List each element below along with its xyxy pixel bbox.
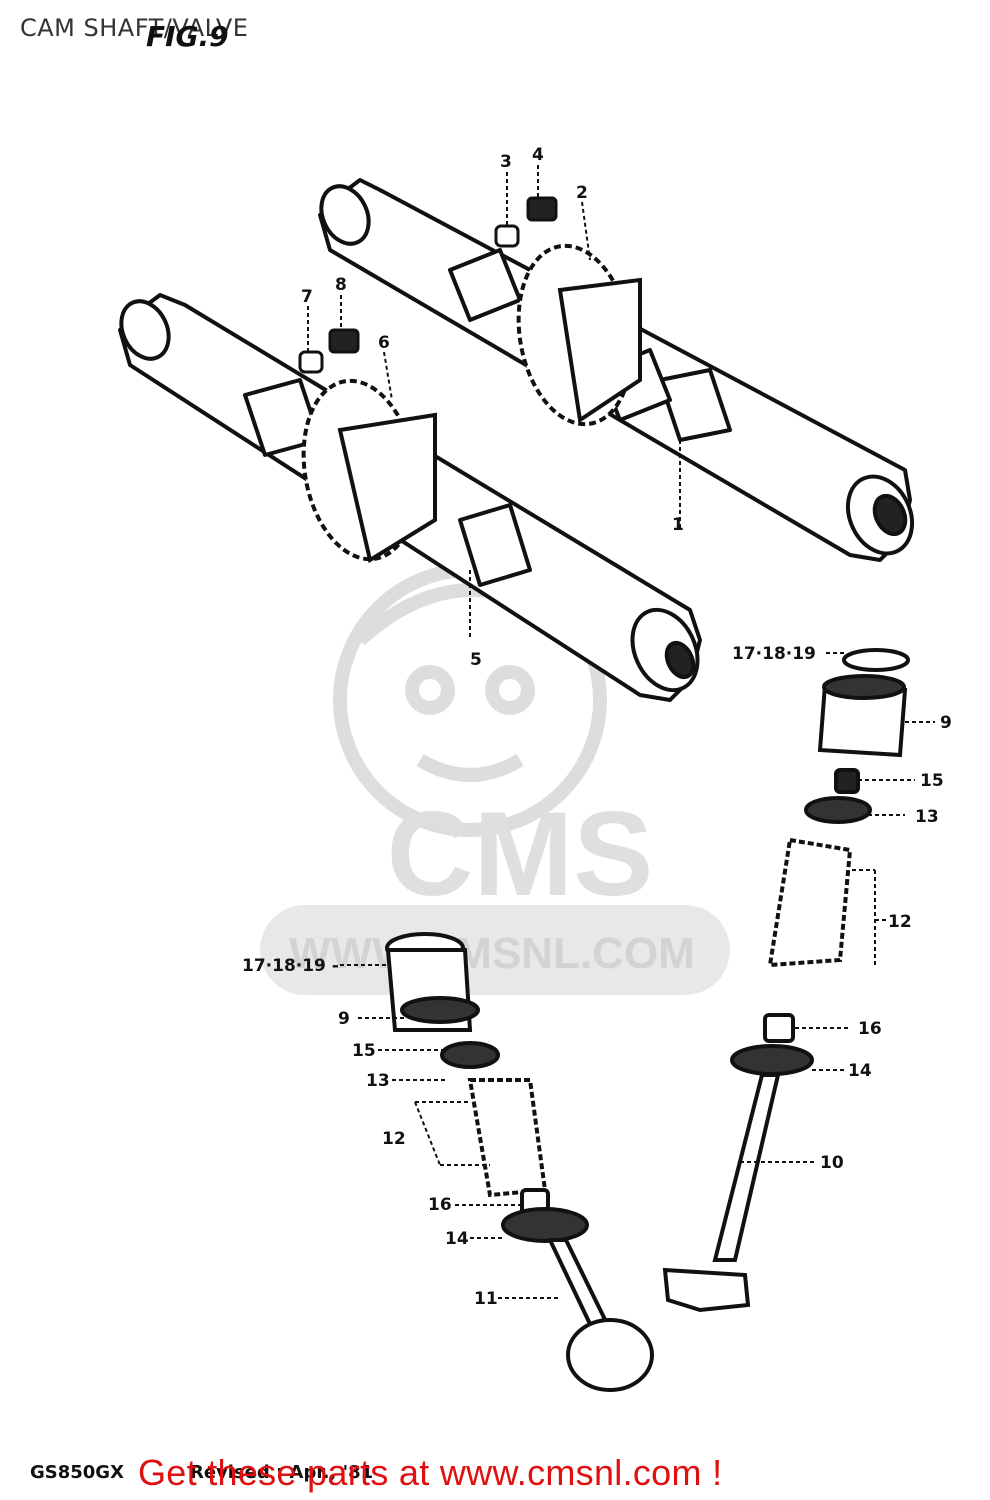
callout-13-right: 13 [915, 807, 939, 827]
callout-10: 10 [820, 1153, 844, 1173]
callout-1: 1 [672, 515, 684, 535]
valve-assembly-right [662, 648, 910, 1313]
callout-16-left: 16 [428, 1195, 452, 1215]
callout-8: 8 [335, 275, 347, 295]
model-code: GS850GX [30, 1462, 124, 1483]
callout-12-left: 12 [382, 1129, 406, 1149]
callout-17-18-19-left: 17·18·19 - [242, 956, 339, 976]
cam-sprocket-intake [301, 378, 437, 564]
figure-number: FIG.9 [146, 20, 229, 53]
callout-9-left: 9 [338, 1009, 350, 1029]
page-title: CAM SHAFT/VALVE [20, 14, 249, 42]
watermark-url: WWW.CMSNL.COM [289, 929, 695, 978]
callout-4: 4 [532, 145, 544, 165]
callout-15-right: 15 [920, 771, 944, 791]
callout-14-left: 14 [445, 1229, 469, 1249]
callout-13-left: 13 [366, 1071, 390, 1091]
callout-5: 5 [470, 650, 482, 670]
callout-16-right: 16 [858, 1019, 882, 1039]
watermark-brand: CMS [387, 787, 654, 921]
callout-12-right: 12 [888, 912, 912, 932]
callout-3: 3 [500, 152, 512, 172]
watermark-banner [260, 905, 730, 995]
callout-2: 2 [576, 183, 588, 203]
valve-assembly-left [385, 932, 654, 1392]
leader-lines [307, 165, 935, 1299]
watermark: CMS WWW.CMSNL.COM [260, 563, 730, 995]
callout-17-18-19-right: 17·18·19 [732, 644, 816, 664]
sprocket-bolts [298, 196, 558, 374]
parts-link[interactable]: Get these parts at www.cmsnl.com ! [138, 1452, 723, 1493]
callout-6: 6 [378, 333, 390, 353]
callout-14-right: 14 [848, 1061, 872, 1081]
callout-9-right: 9 [940, 713, 952, 733]
cam-sprocket-exhaust [516, 243, 642, 427]
revision-note: Revised : Apr., '81 [190, 1462, 374, 1483]
callout-15-left: 15 [352, 1041, 376, 1061]
callout-7: 7 [301, 287, 313, 307]
callout-11: 11 [474, 1289, 498, 1309]
